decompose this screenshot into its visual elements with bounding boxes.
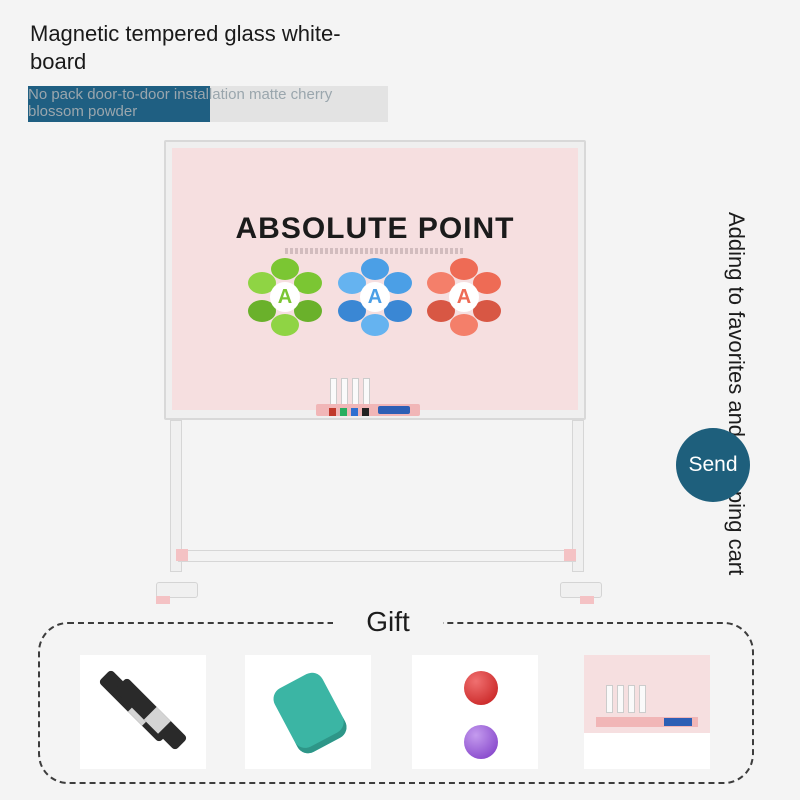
favorites-cart-text: Adding to favorites and shopping cart <box>680 212 750 575</box>
favorites-cart-label: Adding to favorites and shopping cart <box>724 212 749 576</box>
send-button[interactable]: Send <box>676 428 750 502</box>
stand-leg-left <box>170 420 182 572</box>
stand-joint <box>564 549 576 561</box>
stand-foot-left <box>156 582 198 598</box>
badge-letter: A <box>270 282 300 312</box>
foot-cap <box>156 596 170 604</box>
gift-label: Gift <box>333 604 443 640</box>
marker-cap-red <box>329 408 336 416</box>
marker-cap-green <box>340 408 347 416</box>
marker-cap-blue <box>351 408 358 416</box>
stand-crossbar <box>178 550 576 562</box>
product-title: Magnetic tempered glass white-board <box>30 21 341 74</box>
board-headline: ABSOLUTE POINT <box>235 212 515 245</box>
badge-letter: A <box>360 282 390 312</box>
marker-cap-black <box>362 408 369 416</box>
gift-item-board-tray <box>584 655 710 769</box>
gift-item-eraser <box>245 655 371 769</box>
foot-cap <box>580 596 594 604</box>
board-fine-print <box>285 248 465 254</box>
eraser-icon <box>269 668 351 758</box>
flower-badge-green: A <box>246 258 324 336</box>
flower-badge-red: A <box>425 258 503 336</box>
stand-joint <box>176 549 188 561</box>
gift-item-markers <box>80 655 206 769</box>
product-subtitle: No pack door-to-door installation matte … <box>28 86 333 120</box>
eraser-icon <box>378 406 410 414</box>
gift-item-magnets <box>412 655 538 769</box>
stand-leg-right <box>572 420 584 572</box>
badge-letter: A <box>449 282 479 312</box>
flower-badge-blue: A <box>336 258 414 336</box>
subtitle-band <box>28 86 388 122</box>
